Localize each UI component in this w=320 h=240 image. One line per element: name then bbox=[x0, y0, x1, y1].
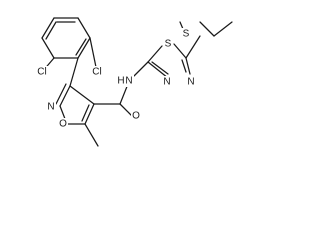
atom-label-chlorine: Cl bbox=[92, 67, 101, 78]
atom-label-chlorine: Cl bbox=[37, 67, 46, 78]
bond bbox=[84, 103, 95, 125]
bond bbox=[185, 35, 201, 59]
bond bbox=[147, 61, 169, 79]
bond bbox=[133, 61, 149, 77]
bond bbox=[185, 57, 191, 75]
atom-label-sulfur: S bbox=[183, 29, 190, 40]
bond bbox=[41, 17, 55, 39]
bond bbox=[75, 38, 87, 56]
bond-layer bbox=[41, 17, 233, 147]
atom-label-sulfur: S bbox=[165, 39, 172, 50]
bond bbox=[77, 37, 91, 59]
bond bbox=[59, 85, 71, 107]
bond bbox=[69, 85, 95, 105]
bond bbox=[181, 59, 187, 73]
atom-label-nitrogen: N bbox=[47, 102, 54, 113]
atom-label-layer: Cl Cl N H O O N S S N N bbox=[33, 28, 196, 130]
atom-label-oxygen: O bbox=[59, 119, 67, 130]
bond bbox=[119, 83, 129, 105]
molecule-structure-diagram: Cl Cl N H O O N S S N N bbox=[33, 17, 233, 147]
bond bbox=[147, 45, 163, 63]
bond bbox=[81, 104, 90, 122]
bond bbox=[55, 83, 67, 105]
bond bbox=[151, 61, 169, 75]
atom-label-nitrogen: N bbox=[163, 77, 170, 88]
bond bbox=[41, 37, 55, 59]
bond bbox=[213, 21, 233, 37]
bond bbox=[119, 103, 133, 117]
bond bbox=[69, 57, 79, 87]
bond bbox=[45, 21, 57, 40]
bond bbox=[84, 123, 99, 147]
atom-label-oxygen: O bbox=[132, 111, 140, 122]
atom-label-hydrogen: H bbox=[117, 76, 124, 87]
atom-label-nitrogen: N bbox=[187, 77, 194, 88]
bond bbox=[173, 43, 187, 59]
bond bbox=[199, 21, 215, 37]
atom-label-nitrogen: N bbox=[125, 76, 132, 87]
bond bbox=[77, 17, 91, 39]
